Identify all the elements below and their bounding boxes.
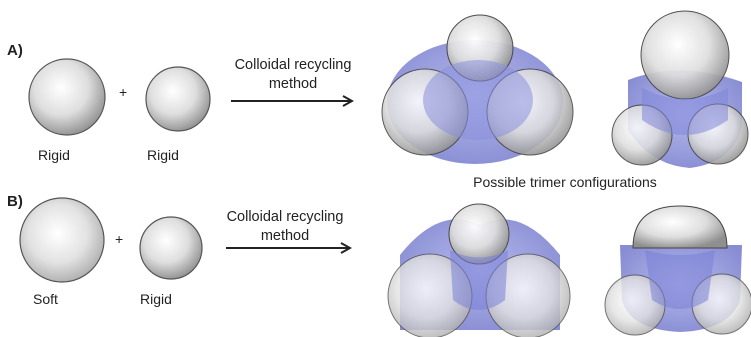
trimer-a2-overlap bbox=[642, 88, 728, 135]
trimer-a2-top-sphere bbox=[640, 10, 730, 100]
trimer-b1 bbox=[387, 203, 571, 337]
trimer-b2-overlap bbox=[645, 250, 715, 309]
panel-a-small-rigid-sphere bbox=[145, 66, 211, 132]
panel-a-process-line-2: method bbox=[269, 76, 317, 92]
trimer-b2 bbox=[604, 205, 751, 336]
panel-a-plus-sign: + bbox=[119, 84, 127, 100]
trimer-a1-overlap bbox=[423, 60, 533, 140]
panel-b-process-line-2: method bbox=[261, 228, 309, 244]
trimer-a2 bbox=[611, 10, 749, 168]
trimer-b2-top-cap bbox=[632, 205, 728, 249]
panel-b-label: B) bbox=[7, 193, 23, 210]
panel-b-particle-1-label: Soft bbox=[33, 291, 58, 307]
panel-b-particle-2-label: Rigid bbox=[140, 291, 172, 307]
trimer-caption: Possible trimer configurations bbox=[473, 174, 657, 190]
panel-a-particle-1-label: Rigid bbox=[38, 147, 70, 163]
panel-a-process-line-1: Colloidal recycling bbox=[235, 57, 352, 73]
trimer-b1-overlap bbox=[450, 250, 508, 310]
panel-b-large-soft-sphere bbox=[19, 197, 105, 283]
panel-a-large-rigid-sphere bbox=[28, 58, 106, 136]
panel-a: A) Rigid + Rigid Colloidal recycling met… bbox=[7, 10, 749, 168]
panel-a-particle-2-label: Rigid bbox=[147, 147, 179, 163]
panel-b: B) Soft + Rigid Colloidal recycling meth… bbox=[7, 193, 751, 337]
panel-b-small-rigid-sphere bbox=[139, 216, 203, 280]
trimer-a1 bbox=[381, 14, 574, 164]
panel-b-plus-sign: + bbox=[115, 231, 123, 247]
panel-a-label: A) bbox=[7, 42, 23, 59]
panel-b-process-line-1: Colloidal recycling bbox=[227, 209, 344, 225]
